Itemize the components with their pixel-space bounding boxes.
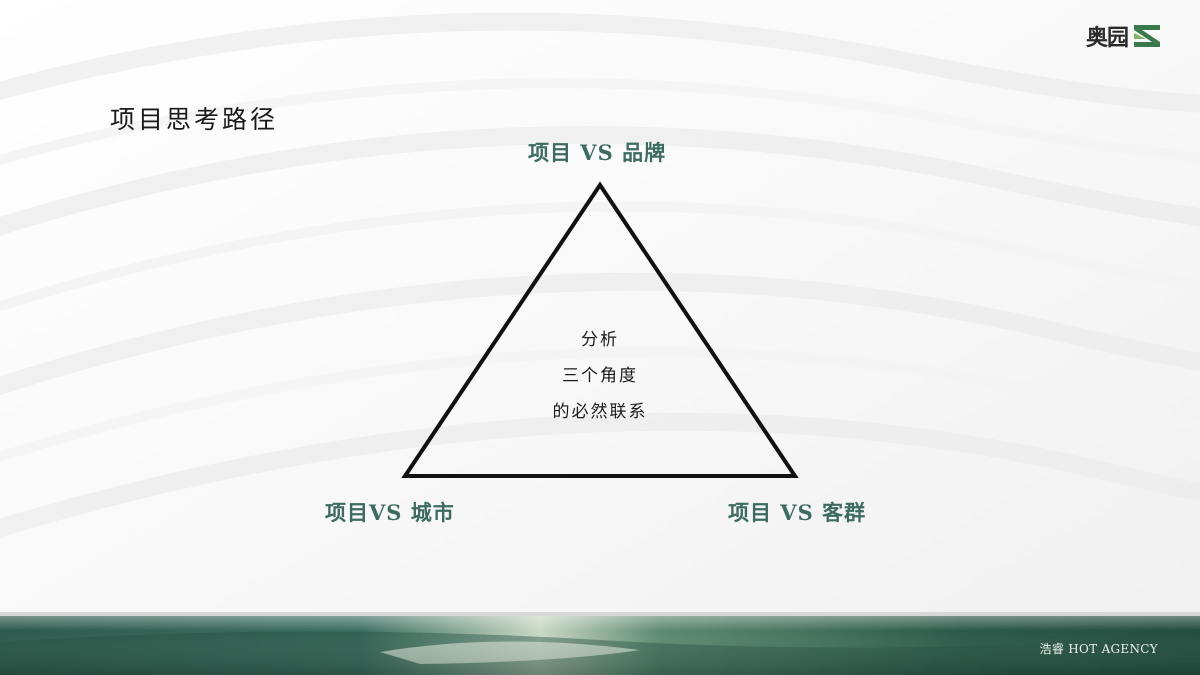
center-line-2: 三个角度 xyxy=(562,366,638,386)
logo-text: 奥园 xyxy=(1085,25,1129,51)
footer-band xyxy=(0,612,1200,675)
vertex-label-city: 项目VS 城市 xyxy=(325,500,455,525)
aoyuan-z-logo-icon xyxy=(1134,25,1160,47)
vertex-label-brand: 项目 VS 品牌 xyxy=(528,140,667,165)
page-title: 项目思考路径 xyxy=(110,105,279,134)
center-line-1: 分析 xyxy=(581,330,619,350)
footer-brand: 浩睿 HOT AGENCY xyxy=(1039,642,1158,656)
company-logo: 奥园 xyxy=(1086,20,1162,52)
vertex-label-customer: 项目 VS 客群 xyxy=(728,500,867,525)
triangle-center-text: 分析 三个角度 的必然联系 xyxy=(500,322,700,430)
center-line-3: 的必然联系 xyxy=(552,402,648,422)
